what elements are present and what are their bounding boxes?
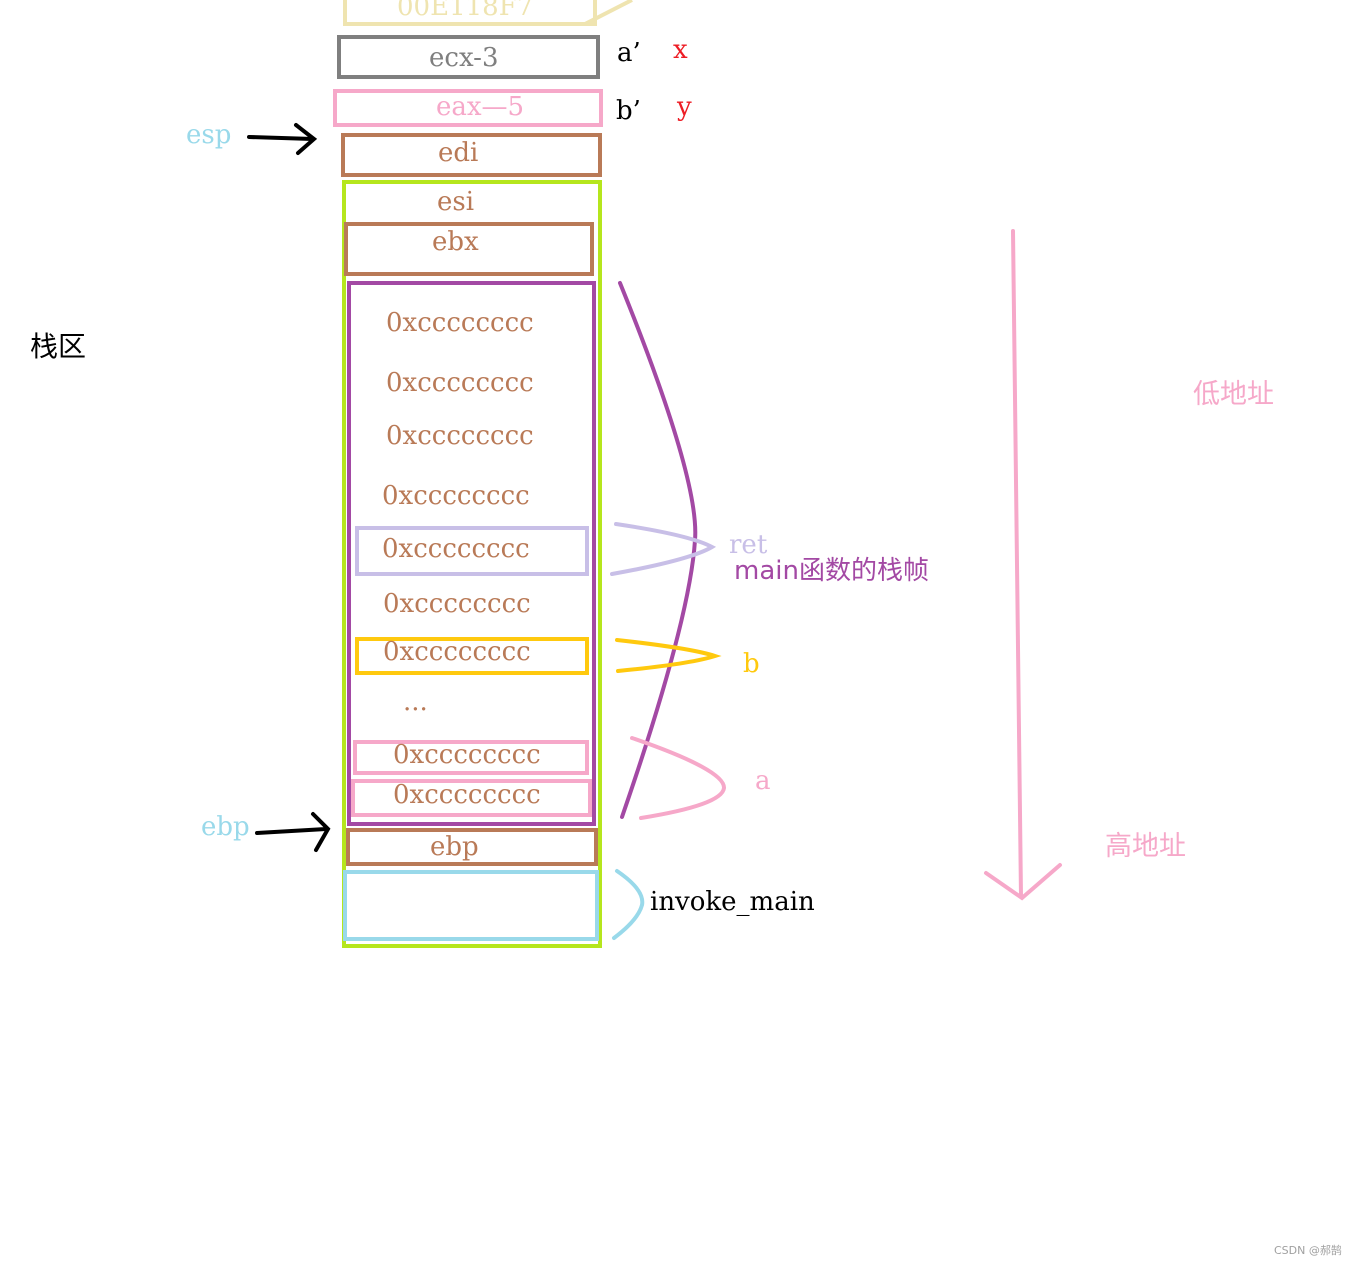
ebx-cell-text: ebx — [432, 227, 479, 257]
fill-row-8: 0xcccccccc — [393, 740, 541, 770]
var-a-cell-lower — [351, 779, 592, 817]
x-label: x — [673, 35, 688, 65]
fill-row-ellipsis: ... — [403, 687, 428, 717]
watermark: CSDN @郝鹄 — [1274, 1244, 1342, 1257]
fill-row-3: 0xcccccccc — [386, 421, 534, 451]
var-a-label: a — [755, 766, 771, 796]
main-frame-brace — [618, 281, 698, 819]
a-prime-label: a’ — [617, 38, 641, 68]
stack-top-partial-text: 00E118F7 — [397, 0, 534, 22]
main-stack-frame-label: main函数的栈帧 — [734, 556, 929, 586]
esp-label: esp — [186, 120, 232, 150]
edi-cell-text: edi — [438, 138, 479, 168]
esp-arrow — [247, 123, 318, 155]
fill-row-4: 0xcccccccc — [382, 481, 530, 511]
a-bracket — [630, 736, 726, 820]
ret-label: ret — [729, 530, 768, 560]
main-region-outline — [342, 180, 602, 948]
ebp-pointer-label: ebp — [201, 812, 250, 842]
ebp-arrow — [255, 812, 331, 852]
ebp-cell-text: ebp — [430, 832, 479, 862]
ebp-cell — [346, 828, 598, 866]
low-address-label: 低地址 — [1193, 379, 1274, 410]
invoke-main-label: invoke_main — [650, 887, 815, 917]
main-stack-frame-outline — [347, 281, 596, 826]
invoke-main-bracket — [612, 869, 645, 940]
ebx-cell — [344, 222, 594, 276]
stack-region-label: 栈区 — [30, 330, 87, 363]
eax-cell-text: eax—5 — [436, 92, 525, 122]
var-b-cell — [355, 637, 589, 675]
fill-row-5: 0xcccccccc — [382, 534, 530, 564]
b-bracket — [615, 638, 722, 673]
fill-row-6: 0xcccccccc — [383, 589, 531, 619]
ret-bracket — [610, 522, 717, 576]
eax-cell — [333, 89, 603, 127]
fill-row-9: 0xcccccccc — [393, 780, 541, 810]
address-direction-arrow — [984, 229, 1062, 901]
ret-cell — [355, 526, 589, 576]
var-b-label: b — [743, 649, 760, 679]
var-a-cell-upper — [353, 740, 589, 775]
fill-row-1: 0xcccccccc — [386, 308, 534, 338]
fill-row-7: 0xcccccccc — [383, 637, 531, 667]
ecx-cell-text: ecx-3 — [429, 43, 499, 73]
esi-cell-text: esi — [437, 187, 475, 217]
high-address-label: 高地址 — [1105, 831, 1186, 862]
b-prime-label: b’ — [616, 96, 641, 126]
ecx-cell — [337, 35, 600, 79]
fill-row-2: 0xcccccccc — [386, 368, 534, 398]
edi-cell — [341, 133, 602, 177]
y-label: y — [677, 92, 692, 122]
invoke-main-cell — [343, 870, 599, 941]
